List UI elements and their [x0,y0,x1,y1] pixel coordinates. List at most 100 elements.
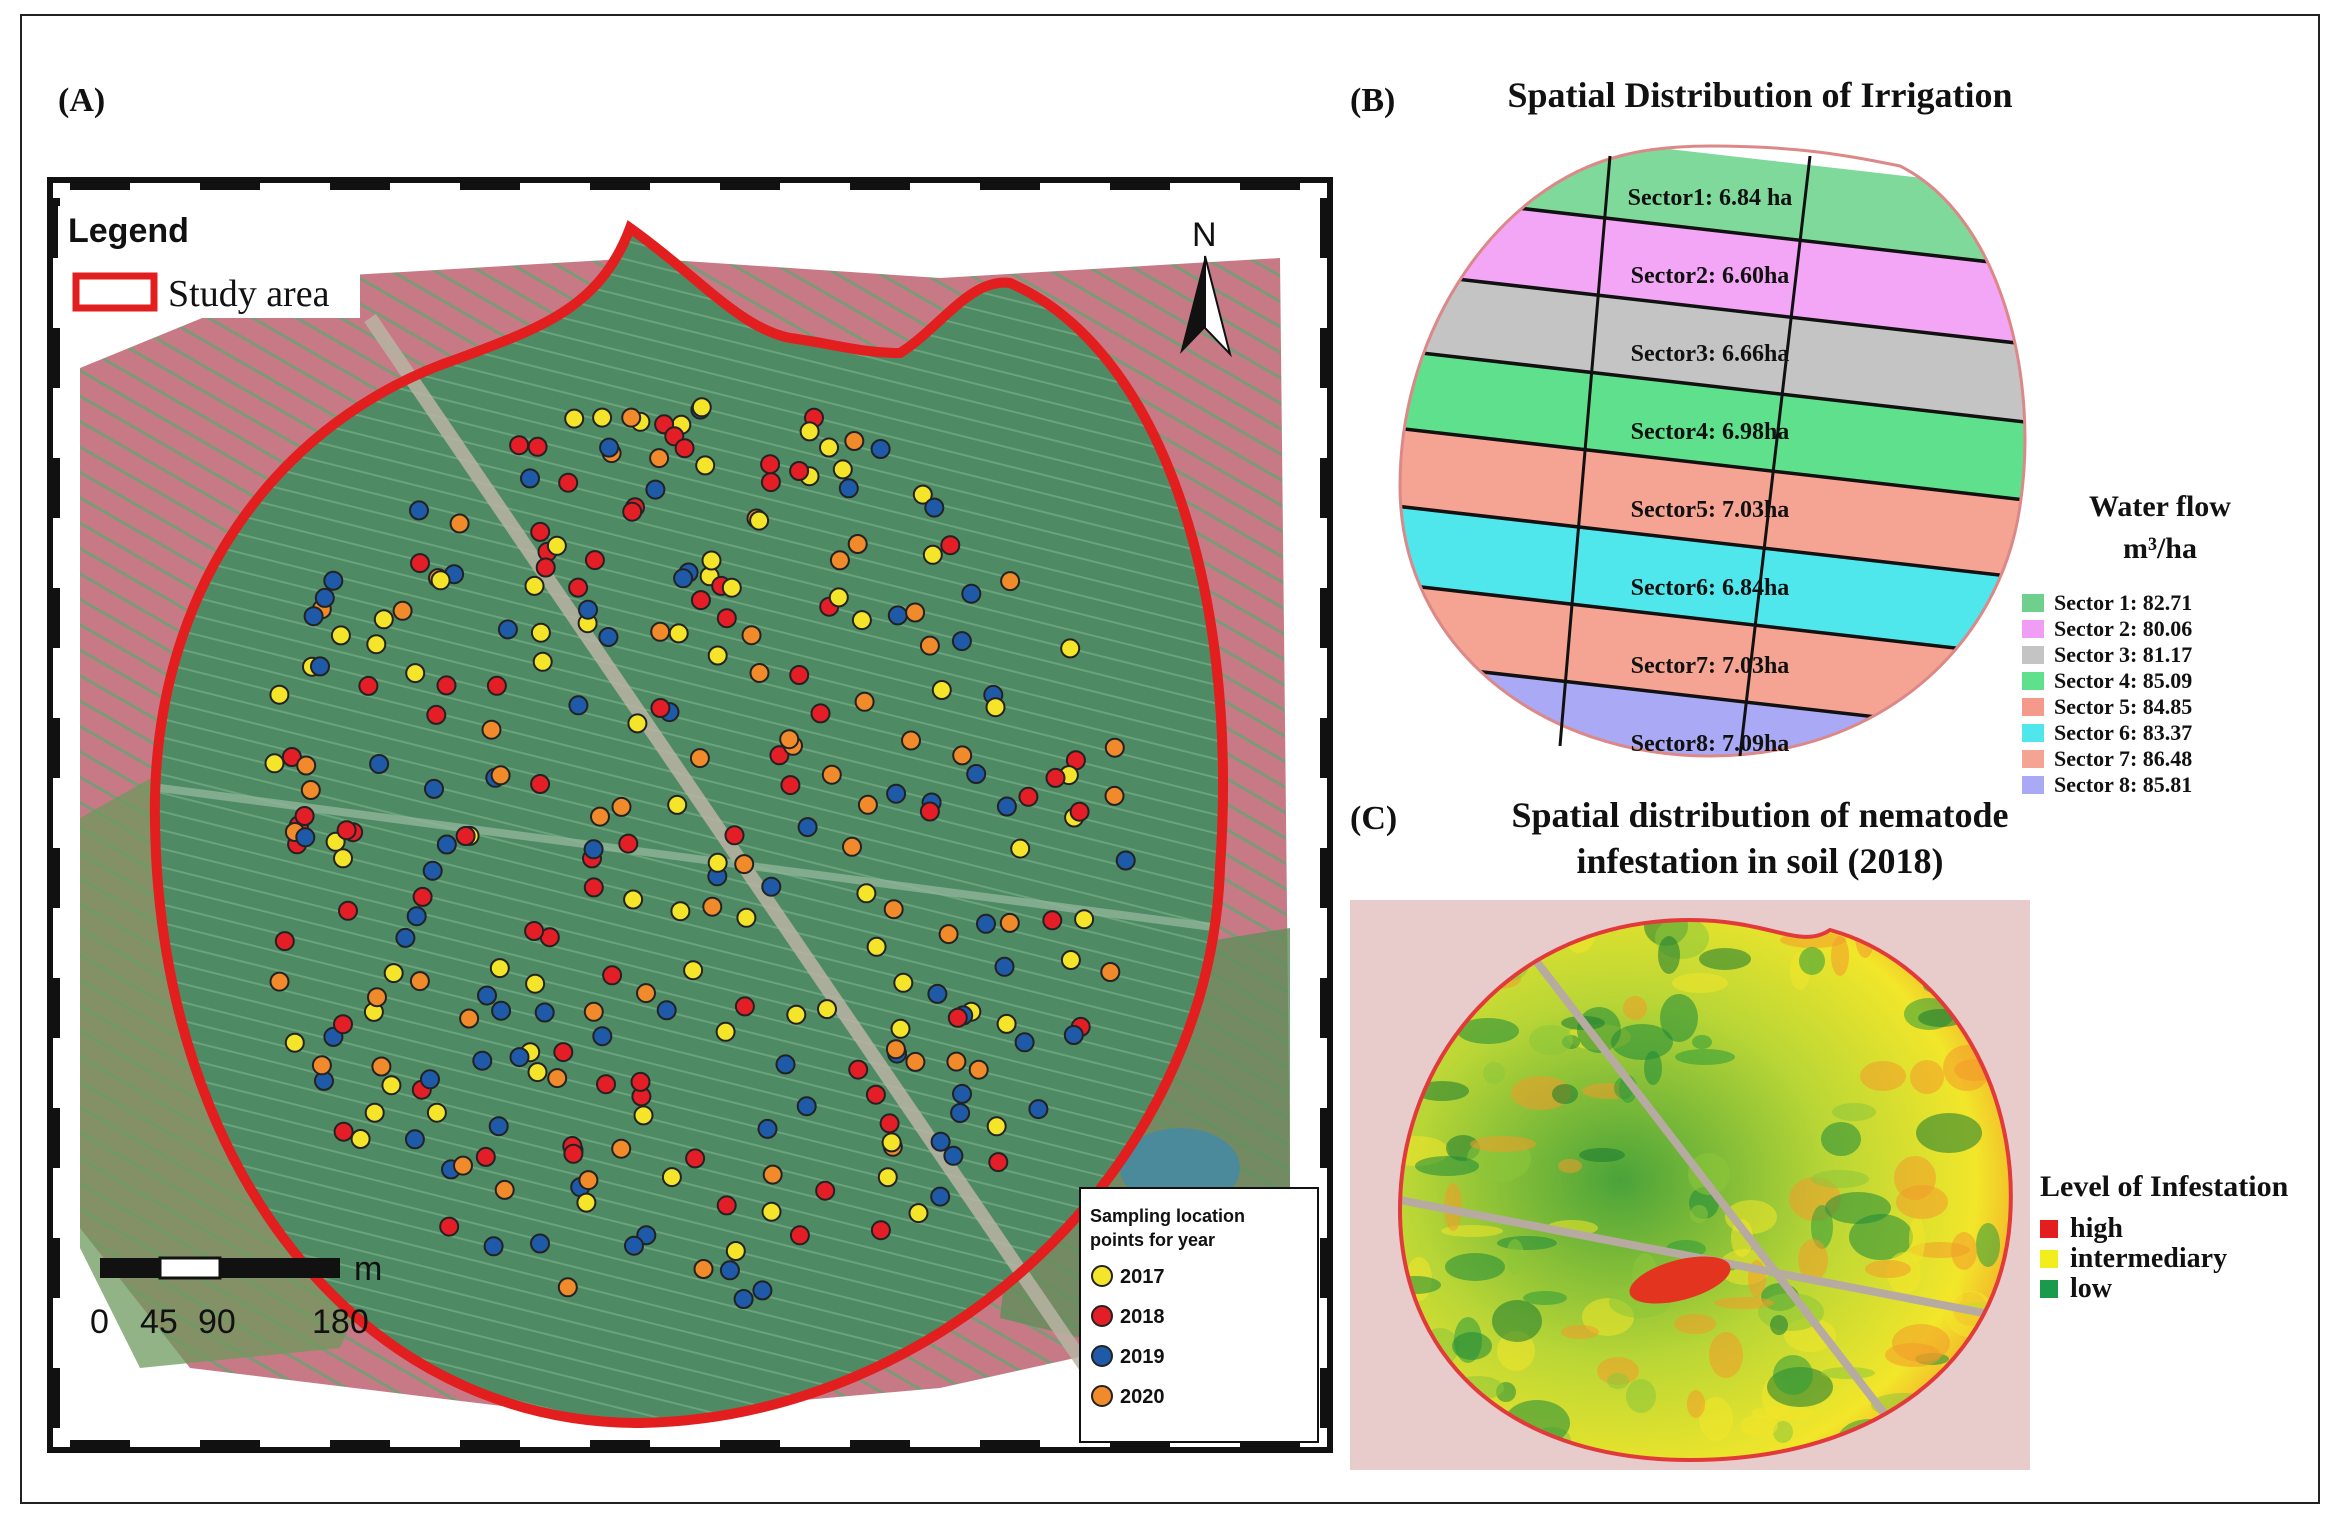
water-flow-swatch-2 [2022,620,2044,638]
sampling-point-2020 [762,1164,783,1185]
sampling-point-2019 [599,437,620,458]
sampling-point-2018 [602,965,623,986]
infestation-label-intermediary: intermediary [2070,1243,2228,1274]
sampling-point-2019 [395,927,416,948]
sampling-point-2017 [799,421,820,442]
sampling-point-2019 [927,983,948,1004]
sampling-point-2020 [590,806,610,827]
sampling-point-2018 [535,557,556,578]
sampling-point-2017 [691,397,712,418]
sampling-point-2018 [274,931,295,952]
sampling-point-2017 [430,570,451,591]
sampling-point-2018 [724,825,745,846]
road-diagonal [364,314,1106,1392]
sampling-point-2017 [701,550,722,571]
sampling-point-2020 [749,663,770,683]
sampling-point-2019 [1028,1099,1049,1120]
sampling-point-2019 [488,1116,509,1137]
sampling-point-2020 [367,987,387,1008]
sampling-point-2019 [509,1047,530,1068]
sampling-point-2020 [689,748,710,769]
sampling-point-2018 [584,550,605,571]
year-legend-marker-2019 [1091,1345,1113,1367]
infestation-legend-title: Level of Infestation [2040,1170,2289,1203]
sampling-point-2017 [851,610,872,631]
sampling-point-2017 [489,958,510,979]
sampling-point-2019 [645,479,666,500]
sampling-point-2019 [950,1103,971,1123]
sector-label-8: Sector8: 7.09ha [1631,731,1790,757]
sampling-point-2018 [789,461,810,481]
sampling-point-2019 [422,860,443,881]
sampling-point-2019 [966,764,987,784]
sampling-point-2017 [264,753,285,774]
sampling-point-2019 [924,497,945,518]
panel-a-map: Legend Study area N m 0 45 90 180 Sampli… [47,177,1333,1453]
sampling-point-2018 [650,698,671,718]
sampling-point-2017 [564,408,585,429]
sampling-point-2020 [857,794,878,815]
sampling-point-2019 [310,656,330,677]
sampling-point-2019 [870,439,891,459]
sampling-point-2017 [670,901,691,922]
water-flow-label-3: Sector 3: 81.17 [2054,642,2193,667]
sampling-point-2019 [568,695,589,716]
panel-b-label: (B) [1350,82,1396,119]
sampling-point-2019 [578,599,598,620]
sampling-point-2019 [303,606,324,627]
sampling-point-2020 [296,755,317,776]
sampling-point-2018 [338,900,358,921]
sampling-point-2017 [383,963,404,984]
sampling-point-2018 [780,775,801,796]
water-flow-swatch-4 [2022,672,2044,690]
sampling-point-2019 [583,839,604,860]
sector-label-4: Sector4: 6.98ha [1631,419,1790,445]
sampling-point-2017 [576,1192,597,1213]
sampling-legend-title-1: Sampling location [1090,1206,1245,1226]
sampling-point-2017 [524,575,545,596]
sector-label-5: Sector5: 7.03ha [1631,497,1790,523]
sampling-point-2019 [624,1235,644,1256]
sector-band-6 [1400,506,2025,664]
sampling-point-2017 [333,848,353,869]
water-flow-swatch-7 [2022,750,2044,768]
year-legend-marker-2018 [1091,1305,1113,1327]
sampling-point-2020 [693,1259,714,1279]
sampling-point-2017 [707,852,728,873]
sampling-point-2017 [623,889,644,910]
year-legend-marker-2020 [1091,1385,1113,1407]
sampling-point-2020 [621,407,642,428]
sampling-point-2019 [775,1054,796,1075]
sampling-point-2017 [985,697,1006,718]
panel-c-title: Spatial distribution of nematode infesta… [1420,792,2100,884]
sampling-point-2017 [996,1013,1017,1034]
year-legend-marker-2017 [1091,1265,1113,1287]
panel-c-label: (C) [1350,800,1398,837]
sampling-point-2018 [618,833,639,854]
sampling-point-2020 [449,513,470,534]
sampling-point-2018 [563,1143,584,1164]
sampling-point-2020 [636,983,656,1004]
sampling-point-2020 [842,836,862,857]
sampling-point-2017 [1010,838,1031,859]
sampling-point-2017 [373,609,394,630]
sampling-point-2019 [483,1236,504,1257]
sector-label-7: Sector7: 7.03ha [1631,653,1790,679]
sampling-point-2018 [412,886,433,907]
water-flow-row-3: Sector 3: 81.17 [2022,642,2192,668]
sampling-point-2019 [996,796,1017,817]
sampling-point-2017 [1060,638,1081,659]
sampling-point-2019 [530,1233,550,1254]
sampling-point-2017 [381,1075,402,1096]
sampling-point-2018 [336,820,357,841]
sampling-point-2017 [890,1018,911,1039]
year-legend-label-2020: 2020 [1120,1386,1165,1408]
water-flow-label-7: Sector 7: 86.48 [2054,746,2193,771]
water-flow-swatch-3 [2022,646,2044,664]
sampling-point-2020 [883,899,904,920]
sampling-point-2018 [530,521,551,542]
study-area-outline [149,220,1229,1429]
water-flow-swatch-5 [2022,698,2044,716]
